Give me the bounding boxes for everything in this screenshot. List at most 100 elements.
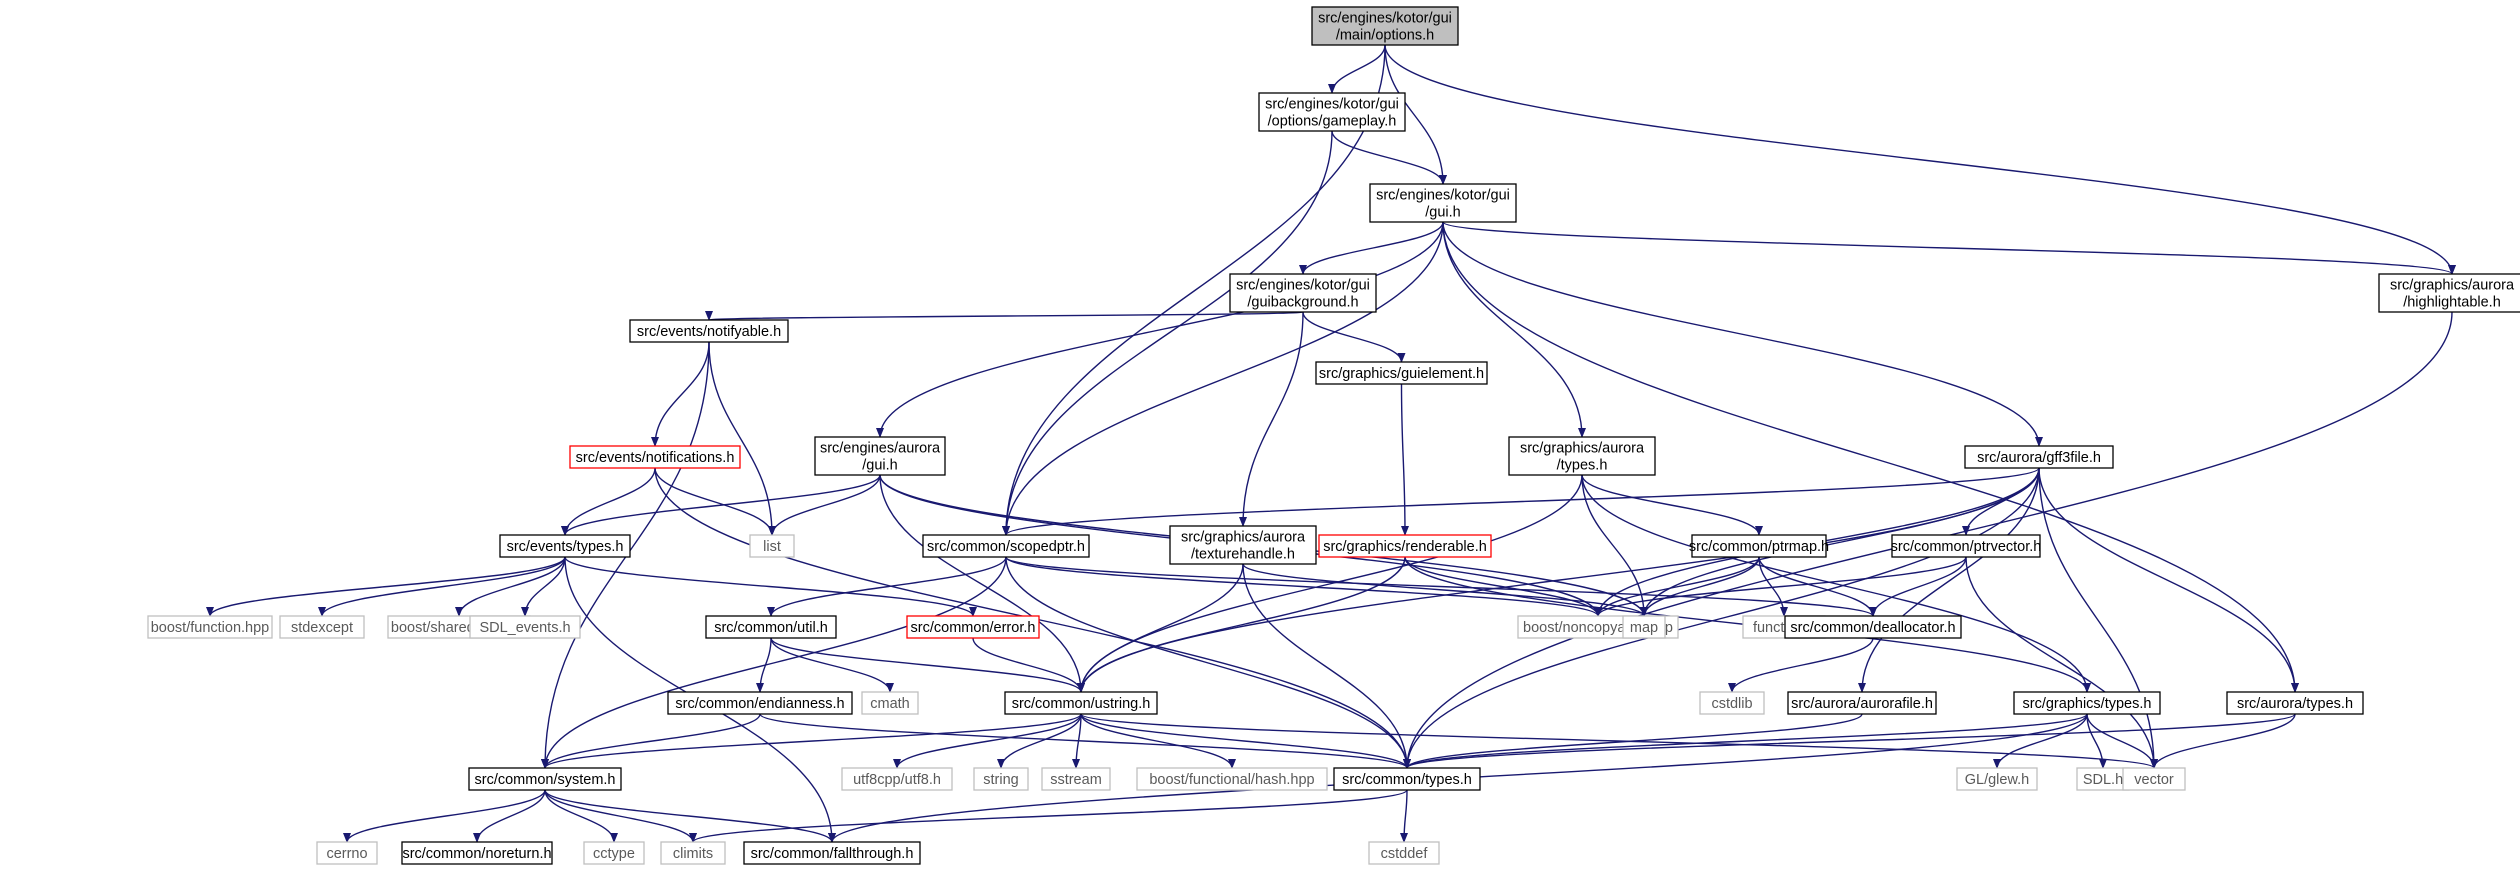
- node-cstddef: cstddef: [1368, 841, 1440, 865]
- edge-kgui_h-to-gff3file_h: [1442, 221, 2043, 447]
- edge-guielement_h-to-renderable_h: [1400, 383, 1409, 536]
- node-aurorafile-h[interactable]: src/aurora/aurorafile.h: [1787, 691, 1937, 715]
- edge-scopedptr_h-to-util_h: [767, 556, 1007, 617]
- node-label: boost/functional/hash.hpp: [1149, 772, 1314, 788]
- node-gtypes-h[interactable]: src/graphics/types.h: [2013, 691, 2161, 715]
- node-notifications-h[interactable]: src/events/notifications.h: [569, 445, 741, 469]
- node-system-h[interactable]: src/common/system.h: [468, 767, 622, 791]
- node-bhash: boost/functional/hash.hpp: [1136, 767, 1328, 791]
- edge-notifications_h-to-list: [654, 467, 776, 536]
- edge-util_h-to-cmath: [770, 637, 894, 693]
- edge-gtypes_h-to-vector: [2086, 713, 2158, 769]
- node-kgui-h[interactable]: src/engines/kotor/gui/gui.h: [1369, 183, 1517, 223]
- edge-etypes_h-to-stdexcept: [318, 556, 566, 617]
- node-label: src/engines/kotor/gui: [1376, 188, 1510, 204]
- node-atypes-h[interactable]: src/aurora/types.h: [2226, 691, 2364, 715]
- node-box: [841, 767, 953, 791]
- node-label: /gui.h: [862, 458, 897, 474]
- node-error-h[interactable]: src/common/error.h: [906, 615, 1040, 639]
- edge-texturehandle_h-to-ustring_h: [1077, 563, 1244, 693]
- node-gameplay-h[interactable]: src/engines/kotor/gui/options/gameplay.h: [1258, 92, 1406, 132]
- edge-guibackground_h-to-guielement_h: [1302, 311, 1406, 363]
- node-label: string: [983, 772, 1018, 788]
- edge-notifications_h-to-etypes_h: [561, 467, 656, 536]
- edge-ustring_h-to-bhash: [1080, 713, 1236, 769]
- edge-endianness_h-to-system_h: [541, 713, 761, 769]
- node-box: [2122, 767, 2186, 791]
- edge-ctypes_h-to-cstddef: [1400, 789, 1409, 843]
- node-box: [279, 615, 365, 639]
- node-box: [906, 615, 1040, 639]
- node-box: [749, 534, 795, 558]
- node-deallocator-h[interactable]: src/common/deallocator.h: [1784, 615, 1962, 639]
- node-label: src/common/error.h: [911, 620, 1036, 636]
- node-label: GL/glew.h: [1965, 772, 2030, 788]
- node-renderable-h[interactable]: src/graphics/renderable.h: [1318, 534, 1492, 558]
- node-noreturn-h[interactable]: src/common/noreturn.h: [401, 841, 553, 865]
- edge-gameplay_h-to-kgui_h: [1331, 130, 1447, 185]
- node-options-h[interactable]: src/engines/kotor/gui/main/options.h: [1311, 6, 1459, 46]
- edge-ptrmap_h-to-noncopyable: [1594, 556, 1760, 617]
- node-box: [583, 841, 645, 865]
- node-etypes-h[interactable]: src/events/types.h: [499, 534, 631, 558]
- node-highlightable-h[interactable]: src/graphics/aurora/highlightable.h: [2378, 273, 2520, 313]
- node-vector: vector: [2122, 767, 2186, 791]
- node-endianness-h[interactable]: src/common/endianness.h: [667, 691, 853, 715]
- node-label: list: [763, 539, 781, 555]
- node-notifyable-h[interactable]: src/events/notifyable.h: [629, 319, 789, 343]
- node-label: src/graphics/renderable.h: [1323, 539, 1487, 555]
- node-agui-h[interactable]: src/engines/aurora/gui.h: [814, 436, 946, 476]
- node-stdexcept: stdexcept: [279, 615, 365, 639]
- node-label: cmath: [870, 696, 910, 712]
- edge-system_h-to-fallthrough_h: [544, 789, 836, 843]
- node-label: src/graphics/guielement.h: [1319, 366, 1484, 382]
- edge-gtypes_h-to-ctypes_h: [1403, 713, 2088, 769]
- edges-layer: [206, 44, 2456, 843]
- node-guibackground-h[interactable]: src/engines/kotor/gui/guibackground.h: [1229, 273, 1377, 313]
- edge-gtypes_aurora_h-to-ustring_h: [1077, 474, 1583, 693]
- node-gtypes-aurora-h[interactable]: src/graphics/aurora/types.h: [1508, 436, 1656, 476]
- node-utf8: utf8cpp/utf8.h: [841, 767, 953, 791]
- node-ptrmap-h[interactable]: src/common/ptrmap.h: [1689, 534, 1829, 558]
- node-label: climits: [673, 846, 713, 862]
- edge-ustring_h-to-utf8: [893, 713, 1082, 769]
- edge-gff3file_h-to-ptrvector_h: [1962, 467, 2040, 536]
- node-label: src/common/types.h: [1342, 772, 1472, 788]
- node-box: [1691, 534, 1827, 558]
- node-guielement-h[interactable]: src/graphics/guielement.h: [1315, 361, 1488, 385]
- node-box: [1956, 767, 2038, 791]
- edge-kgui_h-to-scopedptr_h: [1002, 221, 1444, 536]
- node-ptrvector-h[interactable]: src/common/ptrvector.h: [1891, 534, 2042, 558]
- node-list: list: [749, 534, 795, 558]
- node-label: /options/gameplay.h: [1268, 114, 1397, 130]
- node-box: [743, 841, 921, 865]
- node-label: cstdlib: [1711, 696, 1752, 712]
- node-label: src/common/endianness.h: [675, 696, 844, 712]
- node-fallthrough-h[interactable]: src/common/fallthrough.h: [743, 841, 921, 865]
- node-box: [1622, 615, 1666, 639]
- node-box: [861, 691, 919, 715]
- node-util-h[interactable]: src/common/util.h: [705, 615, 837, 639]
- node-box: [1136, 767, 1328, 791]
- node-scopedptr-h[interactable]: src/common/scopedptr.h: [922, 534, 1090, 558]
- node-gff3file-h[interactable]: src/aurora/gff3file.h: [1964, 445, 2114, 469]
- node-label: src/common/ptrvector.h: [1891, 539, 2042, 555]
- node-texturehandle-h[interactable]: src/graphics/aurora/texturehandle.h: [1169, 525, 1317, 565]
- edge-etypes_h-to-error_h: [564, 556, 977, 617]
- edge-kgui_h-to-atypes_h: [1442, 221, 2299, 693]
- edge-atypes_h-to-vector: [2150, 713, 2296, 769]
- node-label: src/common/util.h: [714, 620, 828, 636]
- node-box: [147, 615, 273, 639]
- edge-system_h-to-noreturn_h: [473, 789, 546, 843]
- node-label: /texturehandle.h: [1191, 547, 1295, 563]
- node-sdlevents: SDL_events.h: [469, 615, 581, 639]
- edge-etypes_h-to-bshared: [455, 556, 566, 617]
- edge-ustring_h-to-ctypes_h: [1080, 713, 1411, 769]
- edge-endianness_h-to-ctypes_h: [759, 713, 1411, 769]
- edge-etypes_h-to-bfunction: [206, 556, 566, 617]
- edge-gameplay_h-to-scopedptr_h: [1002, 130, 1333, 536]
- node-ctypes-h[interactable]: src/common/types.h: [1333, 767, 1481, 791]
- node-ustring-h[interactable]: src/common/ustring.h: [1004, 691, 1158, 715]
- edge-ctypes_h-to-climits: [689, 789, 1408, 843]
- node-label: SDL.h: [2083, 772, 2123, 788]
